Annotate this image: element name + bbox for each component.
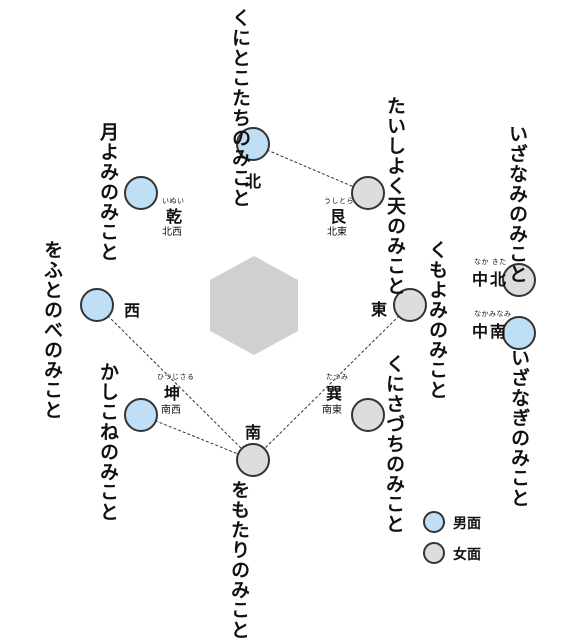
legend-female-label: 女面	[453, 547, 481, 563]
direction-west: 西	[124, 301, 141, 320]
circle-west-male	[80, 288, 114, 322]
diagram-graphics	[80, 127, 536, 564]
ruby-southeast: たつみ	[326, 373, 349, 381]
connector-north-northeast	[252, 143, 369, 194]
circle-northeast-female	[351, 176, 385, 210]
deity-name-izanagi: いざなぎのみこと	[508, 348, 530, 508]
circle-southeast-female	[351, 398, 385, 432]
deity-name-taishokuten: たいしよく天のみこと	[384, 96, 406, 296]
direction-east: 東	[371, 300, 388, 319]
direction-northwest: 乾	[166, 207, 183, 226]
deity-name-tsukiyomi: 月よみのみこと	[97, 122, 119, 262]
circle-east-female	[393, 288, 427, 322]
ruby-center-north: なか きた	[474, 258, 507, 266]
direction-southeast: 巽	[326, 384, 343, 403]
circle-center-south-male	[502, 316, 536, 350]
direction-northeast-sub: 北東	[327, 227, 347, 238]
direction-north: 北	[245, 172, 262, 191]
deity-name-kunisatsuchi: くにさづちのみこと	[383, 354, 405, 534]
deity-name-izanami: いざなみのみこと	[506, 124, 528, 284]
ruby-northwest: いぬい	[162, 197, 185, 205]
circle-north-male	[236, 127, 270, 161]
diagram: くにとこたちのみこと たいしよく天のみこと 月よみのみこと いざなみのみこと い…	[41, 8, 536, 640]
connector-southwest-south	[140, 414, 254, 461]
ruby-northeast: うしとら	[324, 197, 354, 205]
legend-male-swatch	[423, 511, 445, 533]
direction-southeast-sub: 南東	[322, 405, 342, 416]
direction-southwest: 坤	[164, 384, 181, 403]
ruby-center-south: なかみなみ	[474, 310, 512, 318]
legend-female-swatch	[423, 542, 445, 564]
direction-southwest-sub: 南西	[161, 405, 181, 416]
direction-center-south: 中南	[472, 322, 509, 341]
circle-center-north-female	[502, 263, 536, 297]
circle-southwest-male	[124, 398, 158, 432]
connector-west-south	[96, 304, 254, 461]
direction-northeast: 艮	[330, 207, 347, 226]
direction-south: 南	[245, 423, 262, 442]
legend-male-label: 男面	[453, 516, 481, 532]
center-hexagon	[210, 256, 298, 355]
connector-east-south	[252, 304, 411, 461]
circle-northwest-male	[124, 176, 158, 210]
deity-name-wofutonobe: をふとのべのみこと	[41, 240, 63, 420]
circle-south-female	[236, 443, 270, 477]
deity-name-kunitokotachi: くにとこたちのみこと	[229, 8, 251, 208]
deity-name-omotari: をもたりのみこと	[228, 480, 250, 640]
direction-center-north: 中北	[472, 270, 509, 289]
direction-northwest-sub: 北西	[162, 227, 182, 238]
deity-name-kashikone: かしこねのみこと	[97, 362, 119, 522]
deity-name-kumoyomi: くもよみのみこと	[426, 240, 448, 400]
ruby-southwest: ひつじさる	[157, 373, 195, 381]
